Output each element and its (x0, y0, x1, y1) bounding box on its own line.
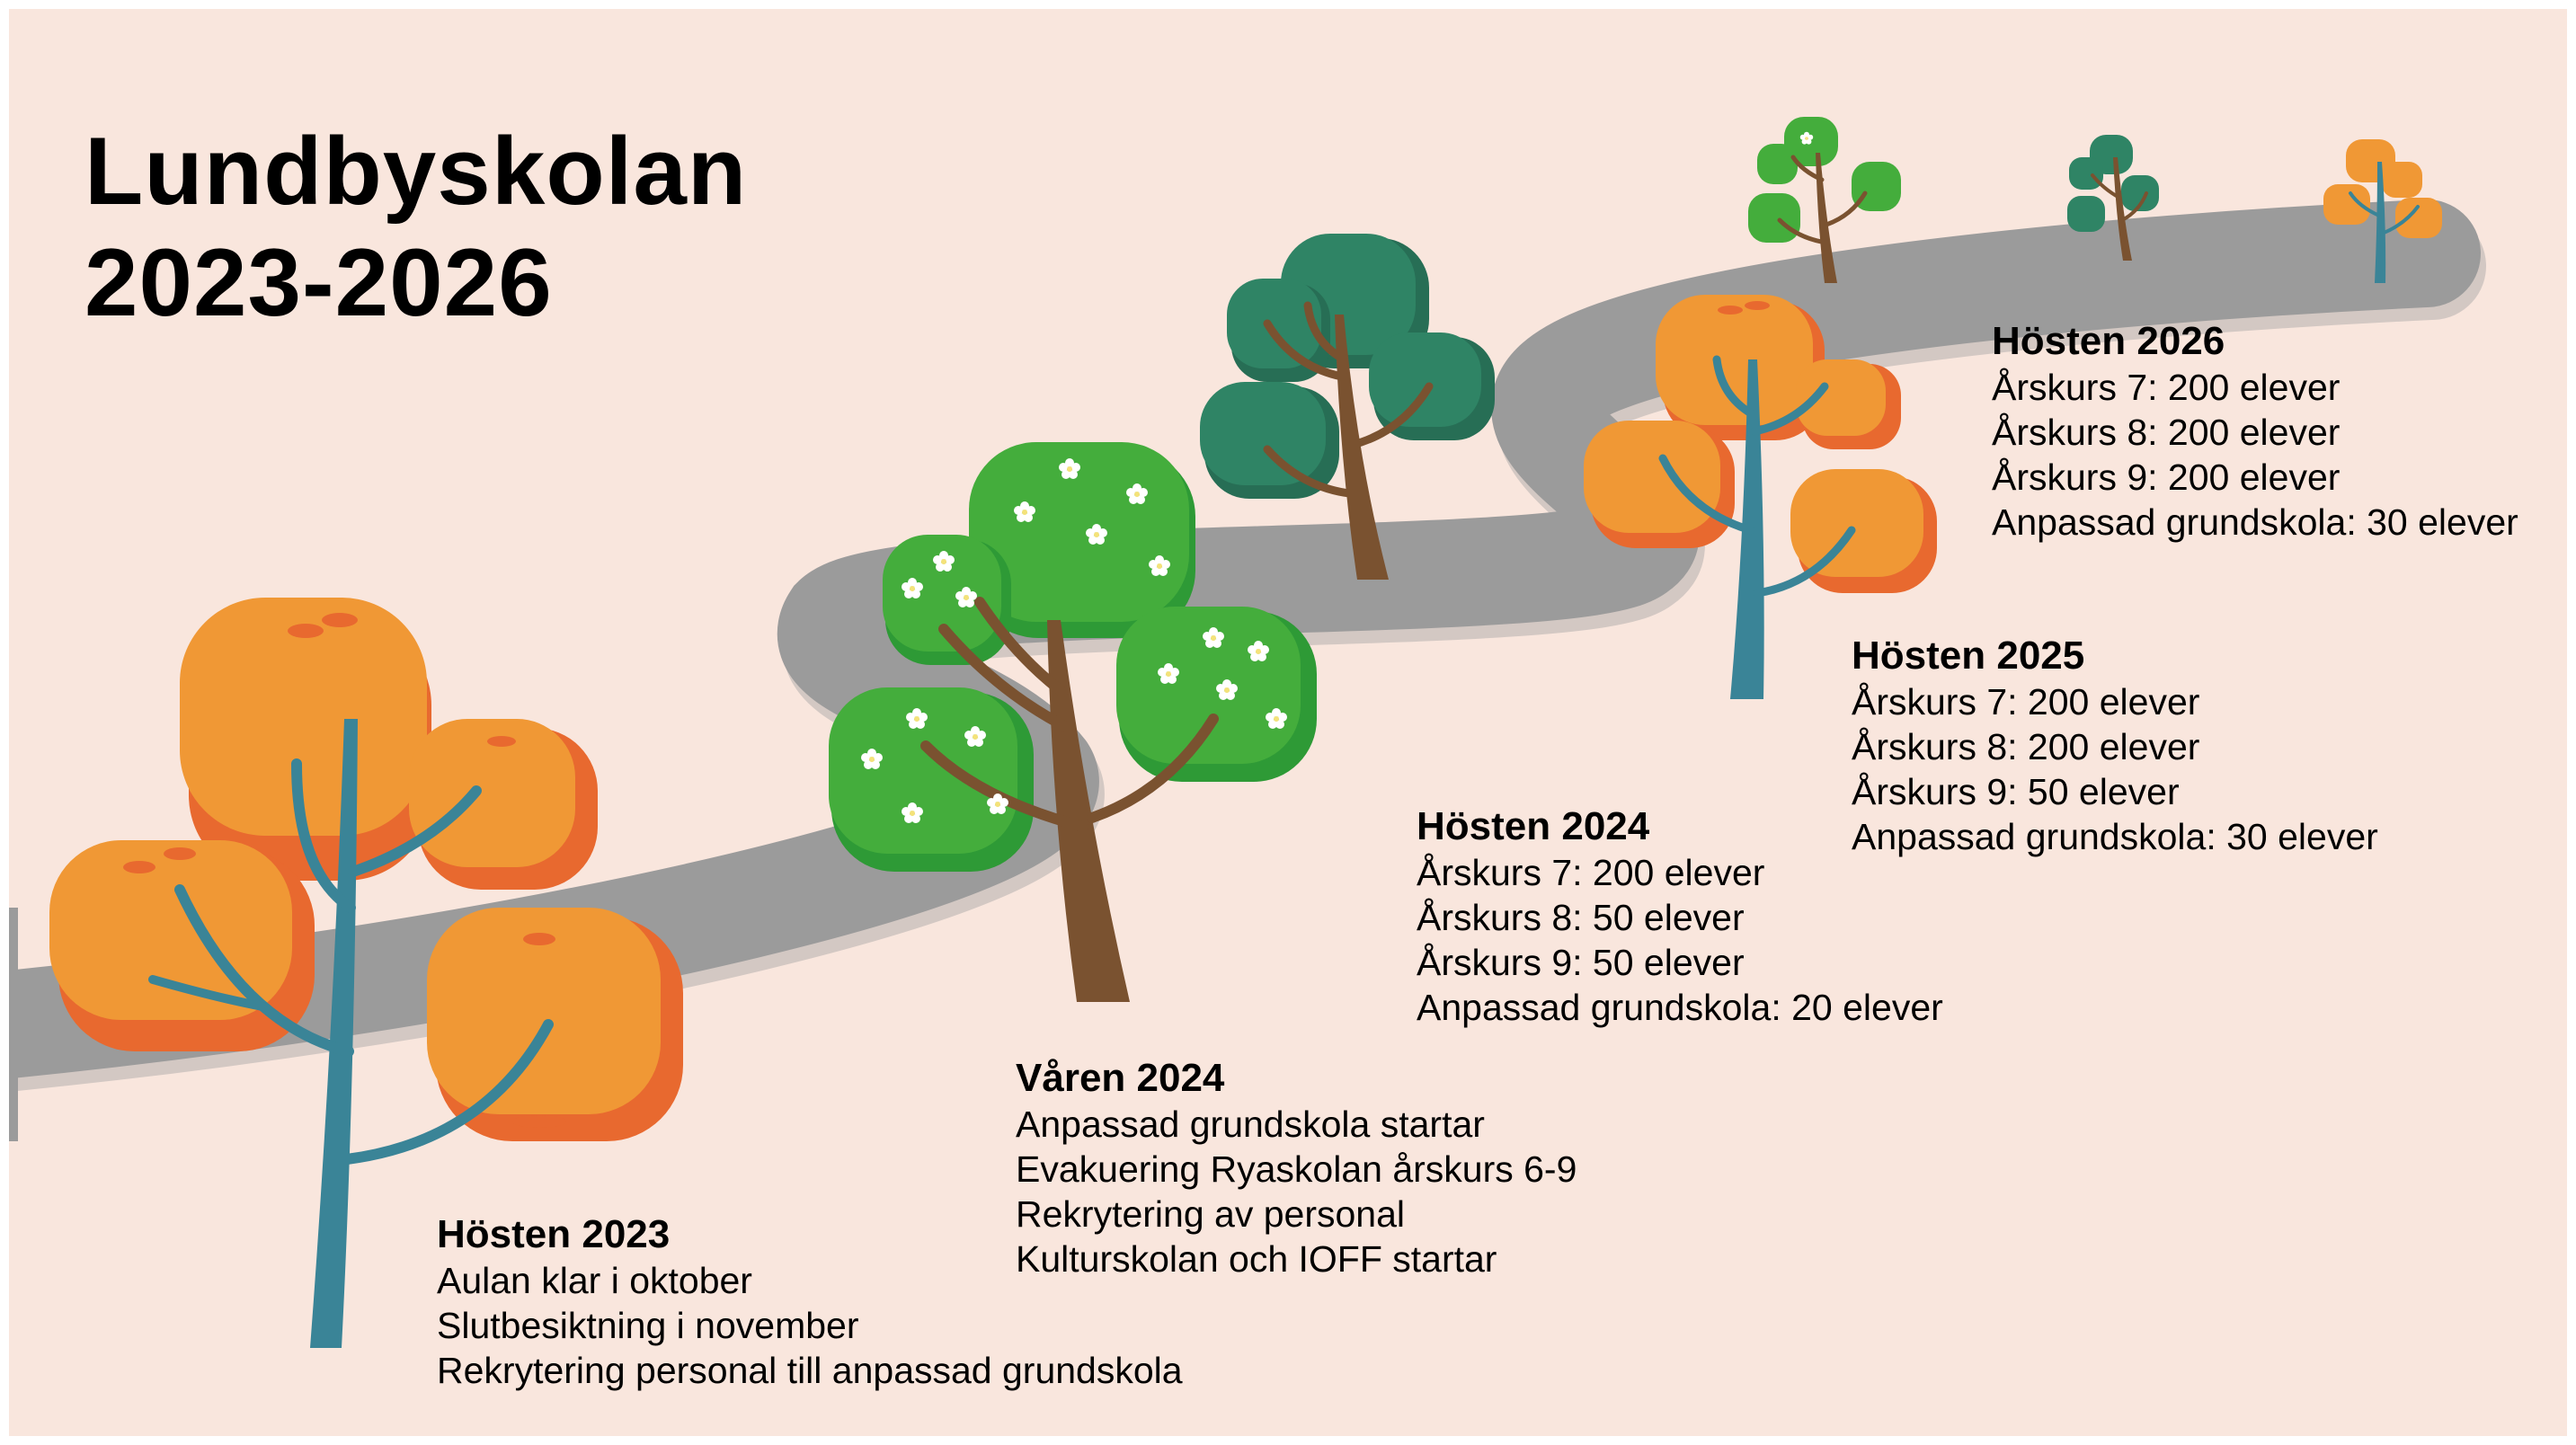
small-orange-tree (2323, 139, 2442, 283)
milestone-item: Kulturskolan och IOFF startar (1016, 1238, 1497, 1280)
milestone-item: Årskurs 7: 200 elever (1852, 681, 2200, 722)
small-dark-green-tree (2067, 135, 2159, 261)
page-title: Lundbyskolan 2023-2026 (84, 115, 747, 338)
milestone-item: Årskurs 8: 50 elever (1417, 897, 1745, 938)
orange-tree-large (49, 598, 683, 1348)
slide: Lundbyskolan 2023-2026 Hösten 2023 Aulan… (9, 9, 2567, 1436)
milestone-heading: Hösten 2026 (1992, 319, 2225, 363)
milestone-hosten-2026: Hösten 2026 Årskurs 7: 200 elever Årskur… (1992, 318, 2518, 545)
milestone-item: Evakuering Ryaskolan årskurs 6-9 (1016, 1148, 1577, 1190)
milestone-hosten-2025: Hösten 2025 Årskurs 7: 200 elever Årskur… (1852, 633, 2378, 859)
orange-tree-medium (1584, 295, 1937, 699)
milestone-varen-2024: Våren 2024 Anpassad grundskola startar E… (1016, 1055, 1577, 1281)
milestone-heading: Hösten 2024 (1417, 804, 1650, 848)
milestone-item: Anpassad grundskola: 30 elever (1992, 501, 2518, 543)
milestone-heading: Hösten 2023 (437, 1212, 671, 1256)
milestone-item: Anpassad grundskola startar (1016, 1104, 1485, 1145)
milestone-hosten-2023: Hösten 2023 Aulan klar i oktober Slutbes… (437, 1211, 1183, 1393)
milestone-item: Årskurs 9: 200 elever (1992, 457, 2341, 498)
milestone-heading: Våren 2024 (1016, 1056, 1225, 1100)
milestone-hosten-2024: Hösten 2024 Årskurs 7: 200 elever Årskur… (1417, 803, 1943, 1030)
milestone-heading: Hösten 2025 (1852, 634, 2085, 678)
milestone-item: Årskurs 8: 200 elever (1992, 412, 2341, 453)
milestone-item: Aulan klar i oktober (437, 1260, 752, 1301)
milestone-item: Anpassad grundskola: 30 elever (1852, 816, 2378, 857)
milestone-item: Slutbesiktning i november (437, 1305, 859, 1346)
road-and-trees-illustration (9, 117, 2486, 1348)
small-green-blossom-tree (1748, 117, 1901, 283)
green-blossom-tree (829, 442, 1317, 1002)
milestone-item: Anpassad grundskola: 20 elever (1417, 987, 1943, 1028)
milestone-item: Årskurs 8: 200 elever (1852, 726, 2200, 767)
dark-green-tree (1200, 234, 1495, 580)
milestone-item: Årskurs 7: 200 elever (1992, 367, 2341, 408)
milestone-item: Årskurs 7: 200 elever (1417, 852, 1765, 893)
title-line-1: Lundbyskolan (84, 117, 748, 225)
milestone-item: Rekrytering personal till anpassad grund… (437, 1350, 1183, 1391)
title-line-2: 2023-2026 (84, 228, 553, 336)
milestone-item: Årskurs 9: 50 elever (1852, 771, 2180, 812)
milestone-item: Årskurs 9: 50 elever (1417, 942, 1745, 983)
milestone-item: Rekrytering av personal (1016, 1193, 1405, 1235)
